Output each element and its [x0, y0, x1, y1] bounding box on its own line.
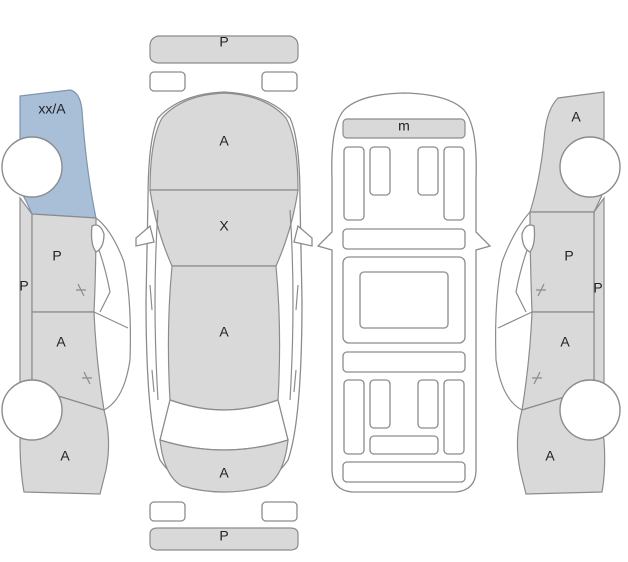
- left-mirror: [135, 224, 155, 247]
- right-side-view: A P P A A: [495, 91, 621, 495]
- left-side-view: xx/A P P A A: [1, 89, 131, 495]
- rear-bumper-panel[interactable]: [149, 527, 299, 551]
- trunk-label: A: [219, 465, 229, 481]
- roof-label: A: [219, 324, 229, 340]
- left-front-fender-label: xx/A: [38, 101, 66, 117]
- front-bumper-panel[interactable]: [149, 35, 299, 64]
- front-left-light: [149, 71, 186, 92]
- left-quarter-label: A: [60, 448, 70, 464]
- right-front-fender-label: A: [571, 109, 581, 125]
- right-rear-door-label: A: [560, 334, 570, 350]
- front-arm-right: [417, 146, 439, 196]
- left-rear-wheel: [1, 379, 63, 441]
- right-sill-label: P: [593, 280, 602, 296]
- right-rear-wheel: [559, 379, 621, 441]
- front-right-light: [261, 71, 298, 92]
- right-front-handle: [536, 283, 546, 297]
- left-handle-bottom: [151, 369, 155, 393]
- trunk-panel[interactable]: [159, 439, 289, 493]
- top-view: P A X A A P: [135, 34, 313, 551]
- rear-right-light: [261, 501, 298, 522]
- left-sill-label: P: [19, 278, 28, 294]
- rear-left-light: [149, 501, 186, 522]
- left-handle-top: [149, 284, 153, 311]
- right-glass-line: [495, 211, 531, 411]
- right-front-wheel: [559, 136, 621, 198]
- rear-axle: [369, 435, 439, 455]
- front-bumper-label: P: [219, 34, 228, 50]
- rear-rail-left: [343, 379, 365, 455]
- left-front-door-panel[interactable]: [31, 213, 97, 313]
- floor-front-label: m: [398, 118, 410, 134]
- right-handle-top: [295, 284, 299, 311]
- center-tunnel: [359, 271, 449, 329]
- right-sill-panel[interactable]: [593, 196, 605, 398]
- right-front-door-panel[interactable]: [529, 211, 595, 313]
- hood-label: A: [219, 133, 229, 149]
- rear-floor-panel: [342, 461, 466, 483]
- underbody-view: m: [316, 92, 492, 493]
- left-front-door-label: P: [52, 248, 61, 264]
- right-front-door-label: P: [564, 248, 573, 264]
- left-rear-handle: [82, 371, 92, 385]
- left-rear-door-label: A: [56, 334, 66, 350]
- right-window-divider: [497, 311, 533, 329]
- front-rail-right: [443, 146, 465, 221]
- left-window-divider: [93, 311, 129, 329]
- rear-arm-left: [369, 379, 391, 429]
- left-glass-line: [95, 217, 131, 411]
- front-rail-left: [343, 146, 365, 221]
- right-handle-bottom: [293, 369, 297, 393]
- left-side-line: [154, 209, 159, 401]
- front-arm-left: [369, 146, 391, 196]
- rear-arm-right: [417, 379, 439, 429]
- right-rear-handle: [532, 371, 542, 385]
- right-side-line: [289, 209, 294, 401]
- left-sill-panel[interactable]: [19, 196, 33, 394]
- right-quarter-label: A: [545, 448, 555, 464]
- rear-bumper-label: P: [219, 528, 228, 544]
- left-front-handle: [76, 283, 86, 297]
- rear-crossmember: [342, 351, 466, 373]
- front-crossmember: [342, 228, 466, 250]
- rear-rail-right: [443, 379, 465, 455]
- left-mirror-side: [90, 224, 105, 253]
- right-mirror-side: [521, 224, 536, 253]
- left-front-wheel: [1, 136, 63, 198]
- windshield-label: X: [219, 218, 229, 234]
- right-mirror: [293, 224, 313, 247]
- floor-front-panel[interactable]: [342, 118, 466, 139]
